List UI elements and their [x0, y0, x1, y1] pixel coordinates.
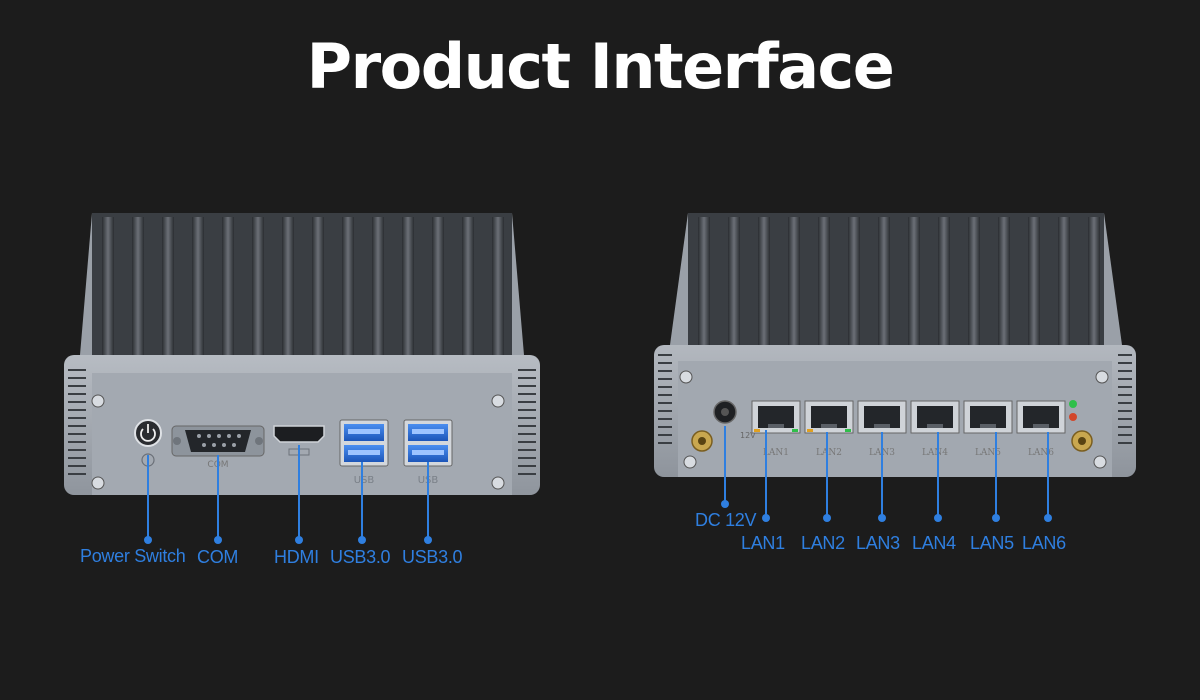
lan2-dot [823, 514, 831, 522]
lan-port-6-icon [1016, 400, 1066, 434]
lan-port-5-icon [963, 400, 1013, 434]
lan3-leader [881, 432, 883, 518]
lan3-dot [878, 514, 886, 522]
usb-port-pair-2-icon [403, 419, 453, 467]
mini-pc-rear-panel: 12V LAN1 LAN2 LAN3 LAN4 LAN5 LAN6 [654, 213, 1136, 477]
lan-port-1-icon [751, 400, 801, 434]
usb2-dot [424, 536, 432, 544]
lan-port-2-icon [804, 400, 854, 434]
hdmi-label: HDMI [274, 547, 319, 567]
lan2-print: LAN2 [816, 448, 842, 458]
lan1-leader [765, 430, 767, 518]
lan4-leader [937, 432, 939, 518]
com-port-icon [171, 425, 265, 457]
lan4-print: LAN4 [922, 448, 948, 458]
lan6-leader [1047, 432, 1049, 518]
heatsink-fins [102, 217, 504, 355]
lan-port-3-icon [857, 400, 907, 434]
usb1-label: USB3.0 [330, 547, 391, 567]
hdmi-dot [295, 536, 303, 544]
heatsink-fins [698, 217, 1100, 345]
power-button-icon [134, 419, 162, 467]
status-led-red-icon [1069, 413, 1077, 421]
lan5-label: LAN5 [970, 533, 1014, 553]
usb2-label: USB3.0 [402, 547, 463, 567]
lan2-label: LAN2 [801, 533, 845, 553]
lan6-label: LAN6 [1022, 533, 1066, 553]
lan6-print: LAN6 [1028, 448, 1054, 458]
dc-dot [721, 500, 729, 508]
dc-leader [724, 426, 726, 504]
lan6-dot [1044, 514, 1052, 522]
status-led-green-icon [1069, 400, 1077, 408]
lan5-dot [992, 514, 1000, 522]
antenna-connector-left-icon [691, 430, 713, 452]
lan1-print: LAN1 [763, 448, 789, 458]
lan2-leader [826, 432, 828, 518]
power-switch-leader [147, 455, 149, 540]
com-dot [214, 536, 222, 544]
hdmi-leader [298, 445, 300, 540]
usb-print-1: USB [354, 475, 375, 486]
dc-label: DC 12V [695, 510, 757, 530]
dc-jack-icon [713, 400, 737, 424]
lan5-leader [995, 432, 997, 518]
lan4-dot [934, 514, 942, 522]
lan-port-4-icon [910, 400, 960, 434]
power-switch-label: Power Switch [80, 546, 186, 566]
power-switch-dot [144, 536, 152, 544]
lan1-dot [762, 514, 770, 522]
usb-port-pair-1-icon [339, 419, 389, 467]
lan1-label: LAN1 [741, 533, 785, 553]
lan4-label: LAN4 [912, 533, 956, 553]
com-label: COM [197, 547, 239, 567]
lan3-label: LAN3 [856, 533, 900, 553]
usb2-leader [427, 462, 429, 540]
dc-print: 12V [740, 431, 756, 440]
antenna-connector-right-icon [1071, 430, 1093, 452]
lan5-print: LAN5 [975, 448, 1001, 458]
page-title: Product Interface [306, 30, 895, 103]
mini-pc-front-panel: COM USB USB [64, 213, 540, 495]
com-leader [217, 455, 219, 540]
usb1-dot [358, 536, 366, 544]
usb1-leader [361, 462, 363, 540]
